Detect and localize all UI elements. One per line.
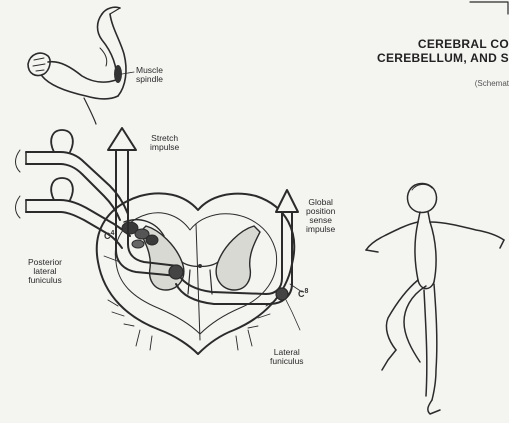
frame-corner [470, 2, 508, 14]
posterior-lateral-label-line-3: funiculus [28, 276, 62, 285]
title-line-2: CEREBELLUM, AND S [377, 52, 509, 65]
muscle-spindle-mark [114, 65, 122, 83]
stretch-impulse-label-line-2: impulse [150, 143, 179, 152]
muscle-spindle-label: Muscle spindle [136, 66, 163, 84]
subtitle: (Schemat [475, 80, 509, 88]
posterior-lateral-label: Posterior lateral funiculus [28, 258, 62, 285]
segment-label-left: C4 [104, 230, 114, 241]
global-position-label-line-4: impulse [306, 225, 335, 234]
muscle-spindle-label-line-2: spindle [136, 75, 163, 84]
arm-illustration [28, 7, 126, 124]
lateral-funiculus-label-line-2: funiculus [270, 357, 304, 366]
global-position-label: Global position sense impulse [306, 198, 335, 234]
dancer-figure [366, 183, 504, 414]
segment-label-left-number: 4 [111, 230, 115, 237]
stretch-impulse-label: Stretch impulse [150, 134, 179, 152]
spinal-cord [97, 193, 294, 354]
lateral-funiculus-label: Lateral funiculus [270, 348, 304, 366]
title-line-1: CEREBRAL CO [418, 38, 509, 51]
segment-label-right: C8 [298, 288, 308, 299]
segment-label-right-number: 8 [305, 288, 309, 295]
